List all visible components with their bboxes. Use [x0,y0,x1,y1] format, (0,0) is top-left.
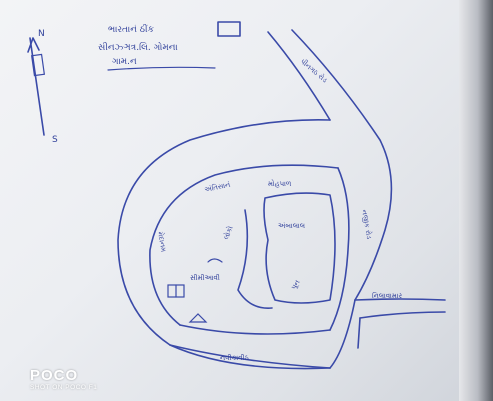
label-right-vertical: નજીક રોડ [360,209,374,240]
right-road-drop [357,317,361,349]
inner-loop-road [149,164,339,326]
right-road-bottom [359,311,446,319]
watermark-subtitle: SHOT ON POCO F1 [30,384,98,391]
watermark-brand: POCO [30,367,79,384]
inner-bottom-road [179,324,331,335]
label-inner-center: લોકો [221,224,234,240]
north-arrow [27,37,40,53]
label-inner-top: અંતિસાનં [204,180,232,194]
label-left-inner: મેદાનમ [156,231,169,253]
header-line-1: ભારતાનં ઠીંક [108,23,155,35]
label-inner-right-top: મોહપાળ [268,179,292,188]
small-mark [207,258,223,263]
camera-watermark: POCO SHOT ON POCO F1 [30,368,97,392]
inner-block [263,192,336,304]
label-bottom-road: નવીકાવીઠ [220,353,249,362]
inner-right-road [329,167,350,331]
house-marker-2 [188,313,208,323]
outer-loop-join [329,299,356,369]
south-label: S [52,135,58,145]
label-top-road: પીનગઠ રોડ [299,57,330,85]
label-right-road: નિલાવામાર [372,291,403,300]
label-mid-left: સીમીઆવી [190,273,220,282]
paper-edge-shadow [459,0,493,401]
top-road-left-edge [267,31,331,121]
header-line-3: ગામ.ન [112,57,137,67]
inner-block-edge [237,209,273,309]
label-inner-middle: અંબાલાલ [278,222,306,230]
header-underline [107,66,216,71]
outer-loop-road [117,119,331,370]
right-road-top [354,298,446,301]
header-box [217,21,241,37]
compass-line [29,37,45,136]
header-line-2: સીનઝ્ઞત્ર.લિ. ગોમના [98,41,178,53]
top-road-right-edge [291,29,393,301]
bottom-road [169,344,331,369]
north-label: N [38,29,45,39]
compass-box [30,53,46,77]
label-bottom-inner: પૂન [290,279,302,292]
